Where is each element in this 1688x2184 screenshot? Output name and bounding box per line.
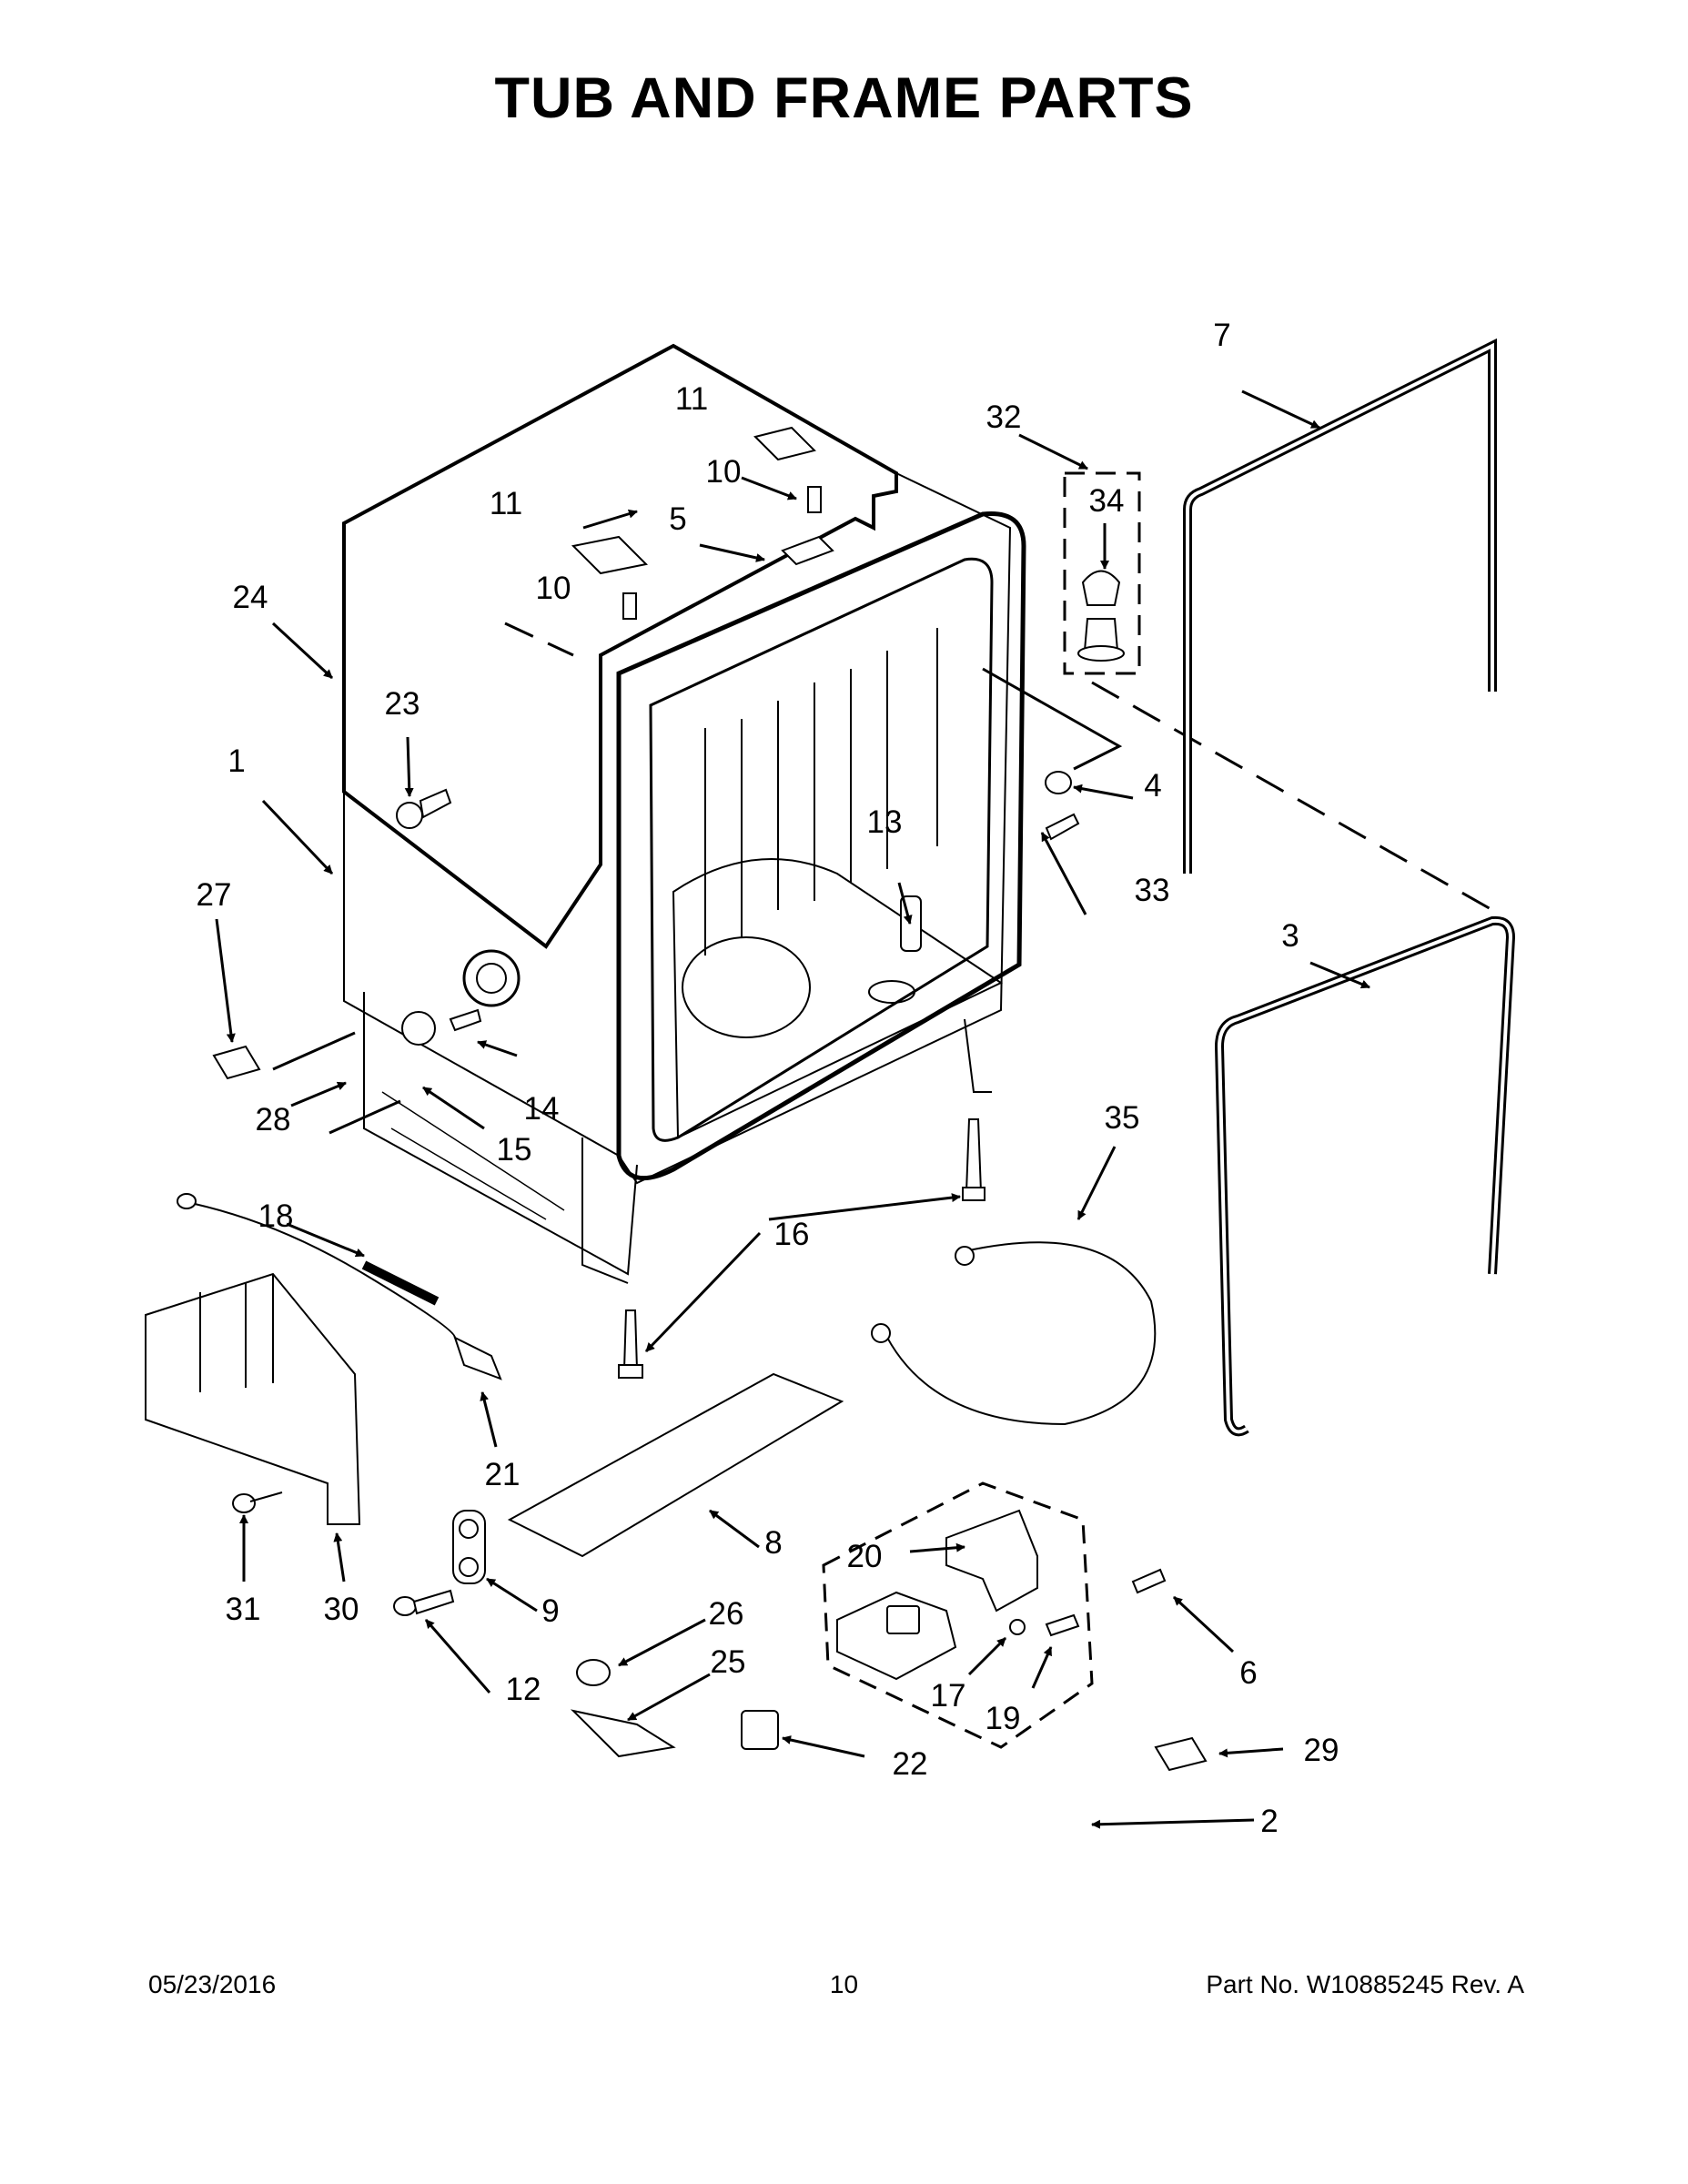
callout-arrows [215,389,1370,1829]
callout-31: 31 [226,1592,261,1627]
callout-3: 3 [1281,918,1299,954]
callout-numbers: 1 2 3 4 5 6 7 8 9 10 10 11 11 12 13 14 1… [197,318,1339,1839]
bracket-leaders [272,1031,401,1135]
callout-11b: 11 [675,381,708,417]
switch-bracket-parts [836,1509,1080,1681]
callout-23: 23 [385,686,420,722]
callout-35: 35 [1105,1100,1140,1136]
gasket-upper [1183,338,1497,874]
callout-24: 24 [233,580,268,615]
callout-21: 21 [485,1457,521,1492]
spray-arm-hub-parts [1077,570,1125,662]
dashed-leaders [504,622,1493,912]
callout-14: 14 [524,1091,560,1127]
callout-8: 8 [764,1525,782,1561]
callout-4: 4 [1144,768,1161,804]
callout-17: 17 [931,1678,966,1714]
tub-illustration [342,343,1026,1284]
callout-34: 34 [1089,483,1125,519]
callout-9: 9 [541,1593,559,1629]
callout-32: 32 [986,399,1022,435]
callout-27: 27 [197,877,232,913]
part-32-group-box [1063,471,1141,675]
callout-33: 33 [1135,873,1170,908]
callout-15: 15 [497,1132,532,1168]
door-gaskets [1183,338,1516,1437]
callout-6: 6 [1239,1655,1257,1691]
callout-22: 22 [893,1746,928,1782]
callout-28: 28 [256,1102,291,1138]
callout-20: 20 [847,1539,883,1574]
page-title: TUB AND FRAME PARTS [494,66,1194,130]
callout-13: 13 [867,804,903,840]
callout-2: 2 [1260,1804,1278,1839]
part-2-group-box [822,1481,1094,1749]
callout-7: 7 [1213,318,1230,353]
callout-29: 29 [1304,1733,1339,1768]
small-parts [145,771,1208,1772]
footer-page-number: 10 [829,1970,859,1998]
footer-date: 05/23/2016 [148,1970,277,1998]
insulation-blanket [342,343,898,949]
leader-line-4 [982,667,1123,771]
callout-10b: 10 [706,454,742,490]
footer-part-number: Part No. W10885245 Rev. A [1206,1970,1524,1998]
callout-1: 1 [227,743,245,779]
callout-12: 12 [506,1672,541,1707]
callout-11a: 11 [490,486,522,521]
callout-19: 19 [986,1701,1021,1736]
callout-10a: 10 [536,571,571,606]
hinge-bracket-parts [571,426,834,620]
gasket-lower [1214,915,1516,1437]
tub-front-frame [616,511,1026,1181]
callout-5: 5 [669,501,686,537]
callout-16: 16 [774,1217,810,1252]
callout-25: 25 [711,1644,746,1680]
callout-26: 26 [709,1596,744,1632]
callout-30: 30 [324,1592,359,1627]
callout-18: 18 [258,1198,294,1234]
